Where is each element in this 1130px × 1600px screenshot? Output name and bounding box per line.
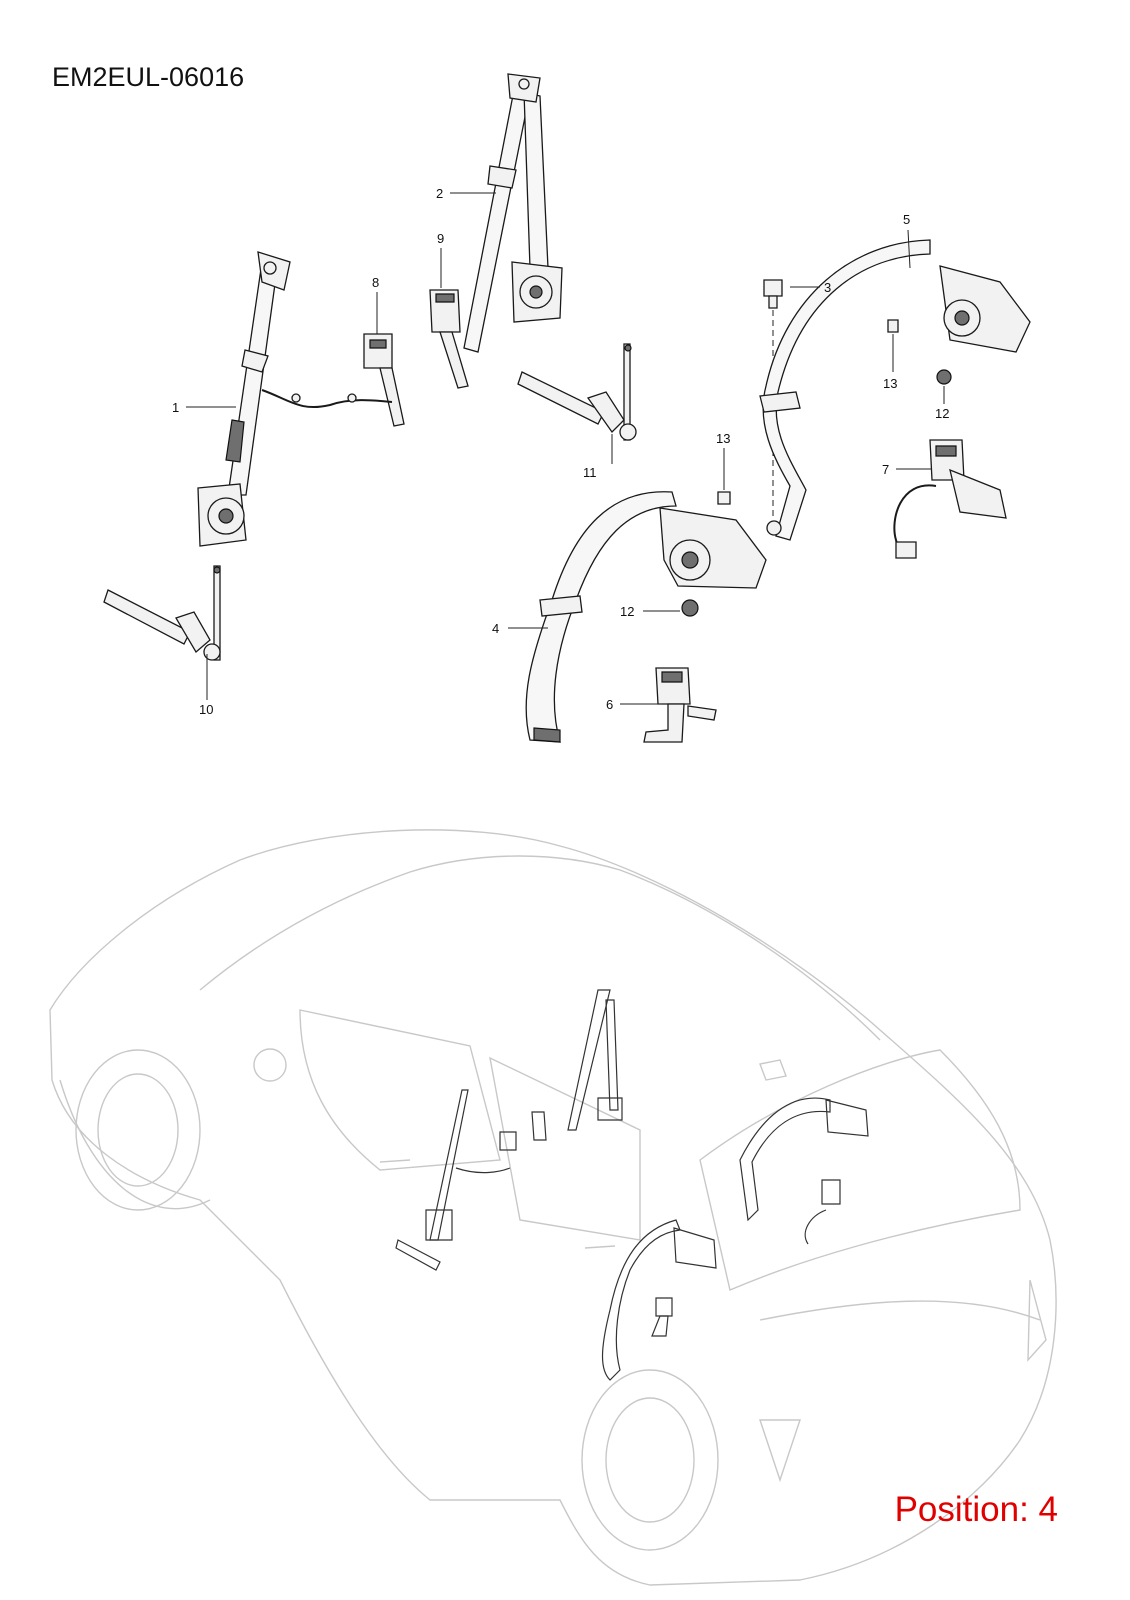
callout-12b: 12 <box>620 604 634 619</box>
callout-12a: 12 <box>935 406 949 421</box>
callout-9: 9 <box>437 231 444 246</box>
diagram-title: EM2EUL-06016 <box>52 62 245 92</box>
part-12-nut-lower[interactable] <box>681 599 699 617</box>
part-11-height-adjuster[interactable] <box>517 343 637 441</box>
callout-13a: 13 <box>883 376 897 391</box>
part-4-rear-seat-belt[interactable] <box>525 491 767 743</box>
part-2-seat-belt[interactable] <box>463 73 563 353</box>
callout-11: 11 <box>583 465 597 480</box>
callout-leader-lines <box>186 192 945 705</box>
callout-10: 10 <box>199 702 213 717</box>
callout-3: 3 <box>824 280 831 295</box>
part-9-buckle[interactable] <box>429 289 469 389</box>
position-label: Position: 4 <box>894 1490 1058 1529</box>
callout-6: 6 <box>606 697 613 712</box>
part-12-nut-upper[interactable] <box>936 369 952 385</box>
part-10-height-adjuster[interactable] <box>103 565 221 661</box>
part-7-rear-buckle[interactable] <box>893 439 1007 559</box>
part-8-front-buckle[interactable] <box>261 333 405 427</box>
callout-13b: 13 <box>716 431 730 446</box>
installed-belts <box>395 989 869 1381</box>
part-13-bolt-lower[interactable] <box>717 491 731 505</box>
part-5-rear-seat-belt[interactable] <box>759 239 1031 541</box>
callout-7: 7 <box>882 462 889 477</box>
car-outline <box>49 829 1057 1586</box>
part-13-bolt-upper[interactable] <box>887 319 899 333</box>
callout-5: 5 <box>903 212 910 227</box>
callout-1: 1 <box>172 400 179 415</box>
part-1-front-seat-belt[interactable] <box>197 251 291 547</box>
part-6-center-buckle[interactable] <box>643 667 717 743</box>
callout-4: 4 <box>492 621 499 636</box>
callout-2: 2 <box>436 186 443 201</box>
callout-8: 8 <box>372 275 379 290</box>
